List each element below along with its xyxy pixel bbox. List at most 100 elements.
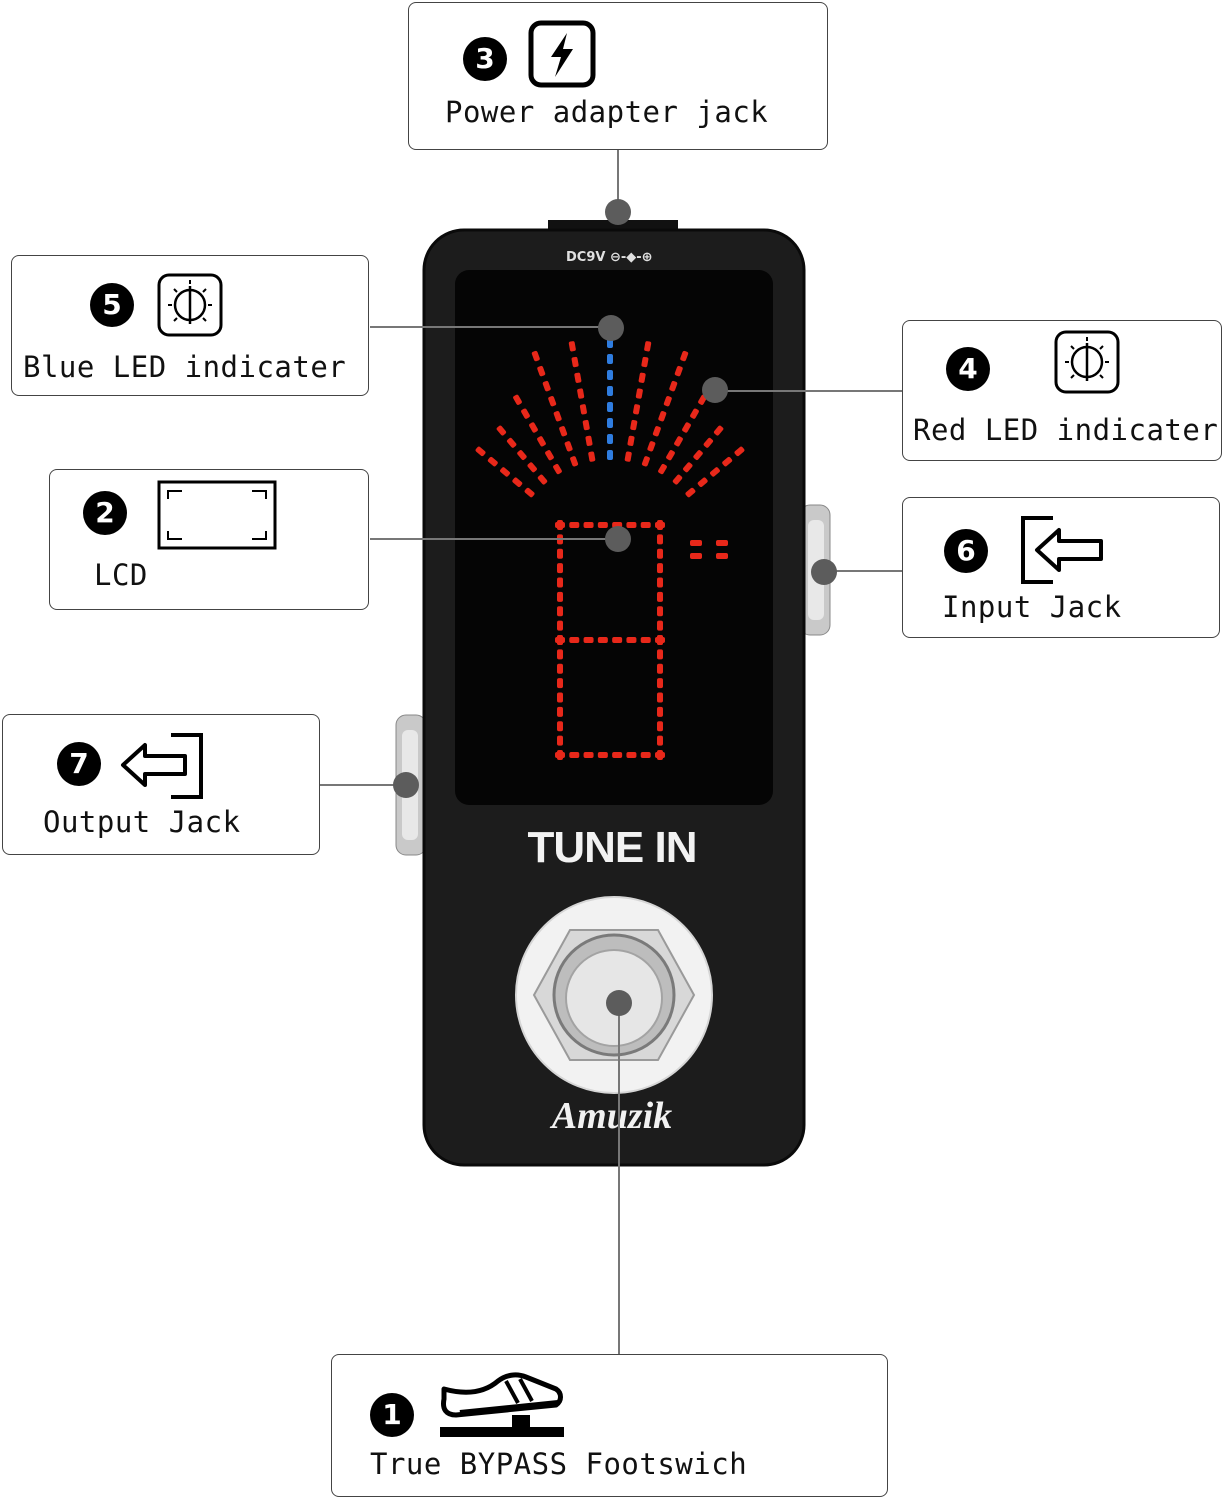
callout-label: Input Jack (942, 590, 1122, 624)
digit-segment-dot (557, 692, 563, 703)
red-led-dot (652, 426, 661, 437)
red-led-dot (582, 419, 590, 431)
digit-segment-dot (557, 577, 563, 588)
red-led-dot (666, 450, 675, 461)
digit-segment-dot (626, 522, 637, 528)
power-marking: DC9V ⊖-◆-⊕ (566, 250, 653, 265)
blue-led-dot (607, 450, 613, 460)
accidental-indicator-dot (690, 553, 702, 559)
digit-segment-dot (612, 637, 623, 643)
callout-number: 6 (944, 529, 988, 573)
red-led-dot (658, 411, 667, 422)
blue-led-dot (607, 418, 613, 428)
callout-output-jack: 7 Output Jack (2, 714, 320, 855)
red-led-dot (697, 477, 708, 487)
callout-footswitch: 1 True BYPASS Footswich (331, 1354, 888, 1497)
red-led-dot (658, 463, 667, 475)
red-led-dot (500, 467, 510, 477)
digit-segment-dot (657, 520, 663, 530)
accidental-indicator-dot (690, 540, 702, 546)
digit-segment-dot (626, 752, 637, 758)
red-led-dot (734, 446, 745, 457)
callout-power-jack: 3 Power adapter jack (408, 2, 828, 150)
digit-segment-dot (557, 649, 563, 660)
red-led-dot (579, 404, 587, 415)
led-light-icon (1054, 330, 1120, 394)
digit-segment-dot (597, 752, 608, 758)
callout-label: True BYPASS Footswich (370, 1447, 748, 1481)
red-led-dot (529, 422, 538, 433)
digit-segment-dot (583, 637, 594, 643)
digit-segment-dot (557, 620, 563, 631)
red-led-dot (527, 462, 537, 473)
digit-segment-dot (557, 606, 563, 617)
callout-red-led: 4 Red LED indicater (902, 320, 1222, 461)
red-led-dot (521, 408, 530, 419)
digit-segment-dot (657, 563, 663, 574)
callout-input-jack: 6 Input Jack (902, 497, 1220, 638)
red-led-dot (674, 365, 683, 377)
digit-segment-dot (557, 563, 563, 574)
digit-segment-dot (557, 635, 563, 645)
blue-led-dot (607, 402, 613, 412)
digit-segment-dot (657, 721, 663, 732)
digit-segment-dot (657, 663, 663, 674)
red-led-dot (570, 456, 579, 467)
red-led-dot (542, 380, 551, 392)
digit-segment-dot (555, 752, 565, 758)
red-led-dot (703, 437, 714, 448)
callout-label: LCD (94, 558, 148, 592)
accidental-indicator-dot (716, 540, 728, 546)
callout-number: 2 (83, 491, 127, 535)
led-light-icon (157, 273, 223, 337)
red-led-dot (559, 426, 568, 437)
digit-segment-dot (657, 534, 663, 545)
blue-led-dot (607, 354, 613, 364)
red-led-dot (545, 450, 554, 461)
red-led-dot (496, 425, 507, 436)
red-led-dot (517, 450, 527, 460)
red-led-dot (537, 365, 546, 377)
red-led-dot (531, 350, 540, 362)
red-led-dot (487, 456, 498, 467)
callout-label: Power adapter jack (445, 95, 769, 129)
digit-segment-dot (655, 752, 665, 758)
digit-segment-dot (626, 637, 637, 643)
red-led-dot (624, 451, 632, 462)
digit-segment-dot (657, 591, 663, 602)
digit-segment-dot (557, 663, 563, 674)
input-arrow-icon (1021, 516, 1103, 584)
digit-segment-dot (557, 548, 563, 559)
digit-segment-dot (597, 522, 608, 528)
digit-segment-dot (583, 752, 594, 758)
red-led-dot (512, 477, 523, 487)
red-led-dot (577, 388, 585, 399)
callout-number: 5 (90, 283, 134, 327)
digit-segment-dot (640, 752, 651, 758)
red-led-dot (710, 467, 720, 477)
lightning-bolt-icon (528, 20, 596, 88)
input-jack-marker (811, 559, 837, 585)
red-led-dot (683, 462, 693, 473)
red-led-dot (722, 456, 733, 467)
callout-number: 7 (57, 742, 101, 786)
red-led-dot (680, 350, 689, 362)
digit-segment-dot (657, 735, 663, 746)
power-jack-marker (605, 199, 631, 225)
callout-blue-led: 5 Blue LED indicater (11, 255, 369, 396)
callout-number: 4 (946, 347, 990, 391)
red-led-marker (702, 377, 728, 403)
red-led-dot (513, 394, 522, 405)
red-led-dot (571, 356, 579, 368)
digit-segment-dot (640, 637, 651, 643)
red-led-dot (669, 380, 678, 392)
digit-segment-dot (657, 606, 663, 617)
brand-logo: Amuzik (550, 1095, 672, 1137)
red-led-dot (674, 436, 683, 447)
digit-segment-dot (557, 520, 563, 530)
callout-number: 3 (463, 37, 507, 81)
red-led-dot (537, 436, 546, 447)
digit-segment-dot (657, 678, 663, 689)
red-led-dot (647, 441, 656, 452)
